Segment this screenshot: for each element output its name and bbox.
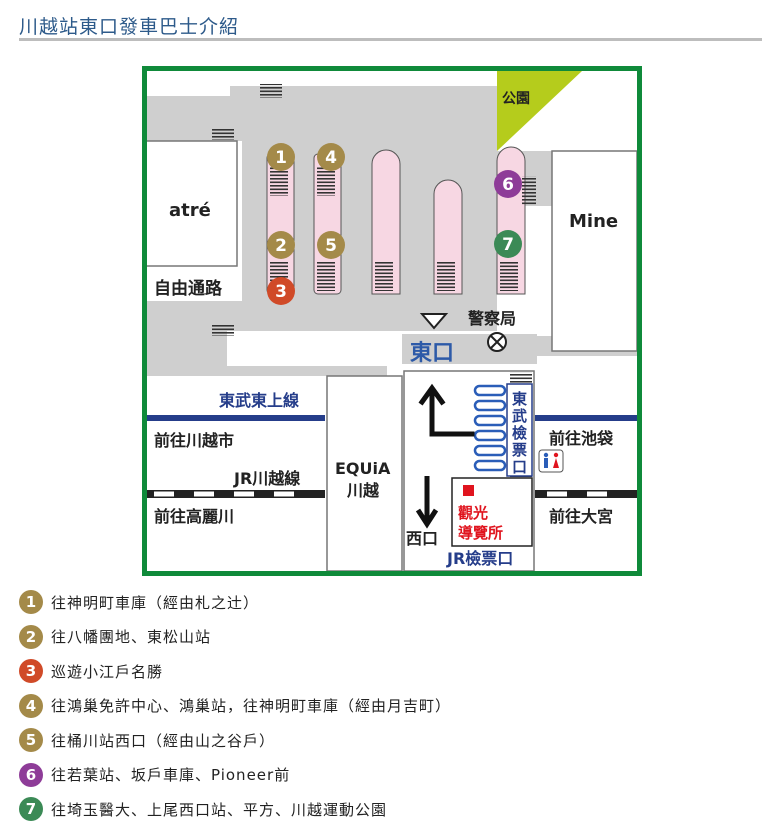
walking-arrow-icon: [418, 383, 475, 437]
bus-stop-2: 2: [275, 236, 287, 256]
park-area: [497, 71, 582, 151]
map-frame: [142, 66, 642, 576]
label-police: 警察局: [467, 309, 516, 328]
tourist-info-marker-icon: [463, 485, 474, 496]
route-description: 巡遊小江戶名勝: [51, 662, 164, 681]
bus-stop-badges: 1 4 2 5 3 6 7: [267, 143, 522, 305]
legend-item: 6 往若葉站、坂戶車庫、Pioneer前: [19, 758, 759, 793]
label-to-ikebukuro: 前往池袋: [549, 429, 614, 448]
legend-item: 1 往神明町車庫（經由札之辻）: [19, 585, 759, 620]
tobu-rail-right: [535, 415, 637, 421]
route-description: 往桶川站西口（經由山之谷戶）: [51, 731, 276, 750]
label-jr-line: JR川越線: [233, 469, 300, 488]
page-title: 川越站東口發車巴士介紹: [19, 16, 240, 38]
label-equia: EQUiA: [335, 459, 391, 478]
label-kawagoe: 川越: [346, 481, 380, 500]
label-jr-gate: JR檢票口: [446, 549, 513, 568]
label-mine: Mine: [569, 211, 618, 232]
jr-rail-right: [535, 490, 637, 498]
road-lower-left: [142, 331, 227, 366]
label-tobu-line: 東武東上線: [219, 391, 299, 410]
route-badge: 3: [19, 659, 43, 684]
route-legend: 1 往神明町車庫（經由札之辻） 2 往八幡團地、東松山站 3 巡遊小江戶名勝 4…: [19, 585, 759, 827]
label-park: 公園: [502, 91, 530, 107]
atre-building: [141, 140, 238, 267]
label-to-komagawa: 前往高麗川: [154, 507, 234, 526]
bus-stop-4: 4: [325, 148, 337, 168]
route-badge: 7: [19, 797, 43, 822]
label-free-passage: 自由通路: [154, 278, 223, 299]
legend-item: 5 往桶川站西口（經由山之谷戶）: [19, 723, 759, 758]
tobu-rail-left: [142, 415, 325, 421]
route-description: 往鴻巢免許中心、鴻巢站，往神明町車庫（經由月吉町）: [51, 697, 452, 716]
route-badge: 2: [19, 624, 43, 649]
route-description: 往若葉站、坂戶車庫、Pioneer前: [51, 766, 291, 785]
jr-rail-left: [142, 490, 325, 498]
route-description: 往埼玉醫大、上尾西口站、平方、川越運動公園: [51, 800, 388, 819]
route-badge: 4: [19, 693, 43, 718]
route-badge: 6: [19, 762, 43, 787]
bus-stop-5: 5: [325, 236, 337, 256]
east-exit-marker-icon: [419, 313, 449, 330]
legend-item: 4 往鴻巢免許中心、鴻巢站，往神明町車庫（經由月吉町）: [19, 689, 759, 724]
bus-stop-7: 7: [502, 235, 514, 255]
station-map: 1 4 2 5 3 6 7 atré 自由通路 公園 Mine 警察局 東口 東…: [141, 66, 642, 580]
tobu-gate-panel: [506, 383, 533, 477]
mine-building: [551, 150, 638, 352]
route-badge: 5: [19, 728, 43, 753]
label-to-omiya: 前往大宮: [549, 507, 613, 526]
bus-stop-3: 3: [275, 282, 287, 302]
label-atre: atré: [169, 200, 211, 221]
route-badge: 1: [19, 590, 43, 615]
legend-item: 2 往八幡團地、東松山站: [19, 620, 759, 655]
legend-item: 3 巡遊小江戶名勝: [19, 654, 759, 689]
label-tobu-gate: 東武檢票口: [512, 390, 527, 476]
label-west-exit: 西口: [406, 529, 438, 548]
equia-building: [326, 375, 403, 572]
legend-item: 7 往埼玉醫大、上尾西口站、平方、川越運動公園: [19, 792, 759, 827]
road-east: [402, 334, 537, 364]
title-divider: [19, 38, 762, 41]
bus-stop-6: 6: [502, 175, 514, 195]
route-description: 往八幡團地、東松山站: [51, 628, 212, 647]
label-tourist-info: 觀光導覽所: [458, 504, 503, 542]
label-to-kawagoeshi: 前往川越市: [154, 431, 234, 450]
tobu-ticket-gates: [473, 384, 507, 472]
label-east-exit: 東口: [410, 341, 454, 366]
route-description: 往神明町車庫（經由札之辻）: [51, 593, 260, 612]
bus-stop-1: 1: [275, 148, 287, 168]
restroom-icon: [538, 449, 564, 473]
west-exit-arrow-icon: [415, 476, 439, 529]
